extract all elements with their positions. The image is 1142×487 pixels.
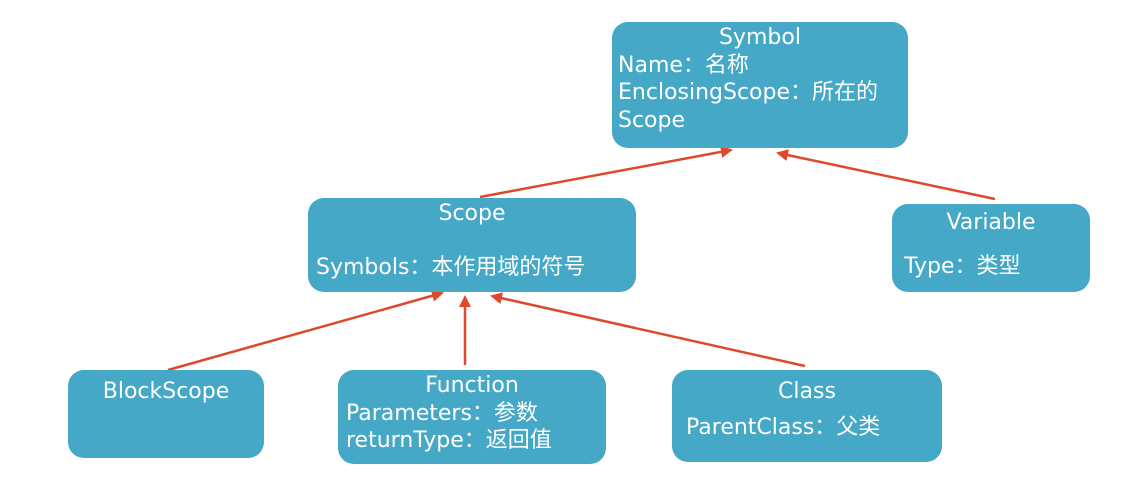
node-function-line: Parameters：参数	[346, 400, 538, 426]
edge-variable-to-symbol	[776, 149, 996, 201]
node-scope-title: Scope	[438, 201, 506, 226]
node-symbol-line: Scope	[618, 107, 686, 133]
node-symbol: Symbol Name：名称 EnclosingScope：所在的 Scope	[612, 22, 908, 148]
node-symbol-line: Name：名称	[618, 52, 749, 78]
node-scope: Scope Symbols：本作用域的符号	[308, 198, 636, 292]
node-symbol-title: Symbol	[719, 25, 801, 50]
node-variable-title: Variable	[946, 210, 1036, 235]
node-function-line: returnType：返回值	[346, 428, 552, 453]
node-class: Class ParentClass：父类	[672, 370, 942, 462]
node-function: Function Parameters：参数 returnType：返回值	[338, 370, 606, 464]
node-blockscope-title: BlockScope	[102, 379, 230, 404]
edge-blockscope-to-scope	[167, 289, 444, 372]
node-symbol-line: EnclosingScope：所在的	[618, 80, 879, 105]
node-class-line: ParentClass：父类	[686, 414, 881, 440]
node-variable: Variable Type：类型	[892, 204, 1090, 292]
edge-scope-to-symbol	[479, 145, 733, 199]
node-blockscope: BlockScope	[68, 370, 264, 458]
node-scope-line: Symbols：本作用域的符号	[316, 254, 586, 280]
node-function-title: Function	[425, 373, 519, 398]
node-class-title: Class	[778, 379, 836, 404]
edge-class-to-scope	[490, 292, 806, 368]
node-variable-line: Type：类型	[904, 253, 1021, 279]
